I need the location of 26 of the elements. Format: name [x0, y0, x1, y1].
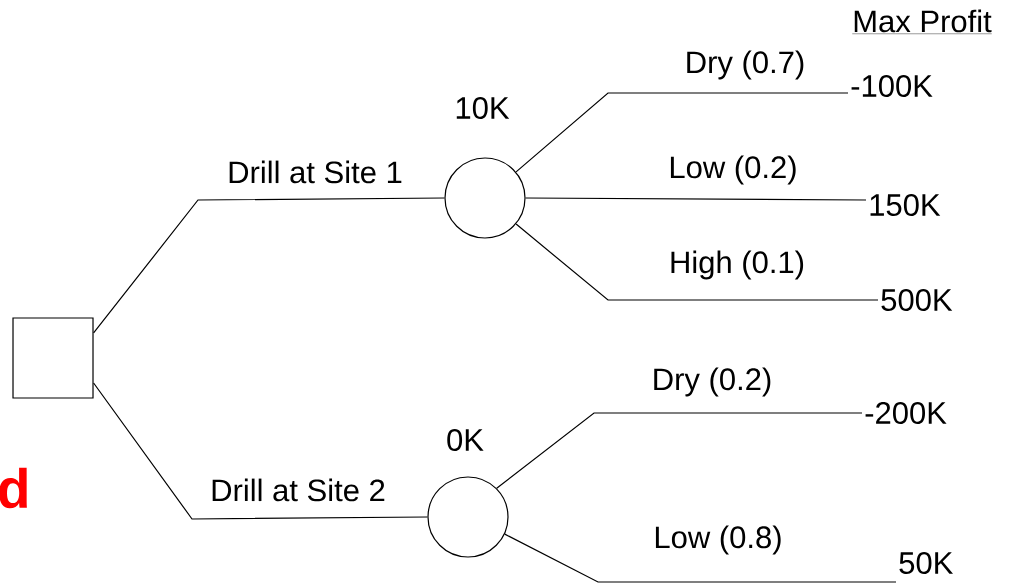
node-value: 0K: [447, 429, 484, 451]
edge-label: Drill at Site 2: [212, 478, 385, 502]
branch-line: [93, 382, 428, 520]
branch-line: [496, 412, 863, 489]
decision-square: [12, 317, 94, 399]
node-value: 10K: [456, 97, 510, 119]
edge-label: Low (0.2): [670, 155, 796, 185]
edge-label: Drill at Site 1: [229, 160, 402, 184]
branch-line: [515, 223, 879, 301]
payoff-value: 150K: [870, 194, 941, 216]
chance-circle: [444, 157, 526, 239]
branch-line: [504, 533, 897, 583]
edge-label: Low (0.8): [655, 525, 781, 555]
edge-label: High (0.1): [671, 250, 804, 280]
payoff-value: -200K: [865, 402, 947, 424]
branch-line: [93, 197, 445, 334]
branch-line: [515, 92, 849, 173]
branch-line: [525, 197, 867, 201]
chance-circle: [427, 476, 509, 558]
payoff-value: 50K: [899, 552, 953, 574]
edge-label: Dry (0.2): [654, 367, 771, 397]
cut-off-text: d: [0, 467, 27, 509]
payoff-value: 500K: [881, 289, 953, 311]
payoff-value: -100K: [851, 75, 933, 97]
edge-label: Dry (0.7): [687, 50, 804, 80]
column-heading: Max Profit: [852, 9, 992, 34]
